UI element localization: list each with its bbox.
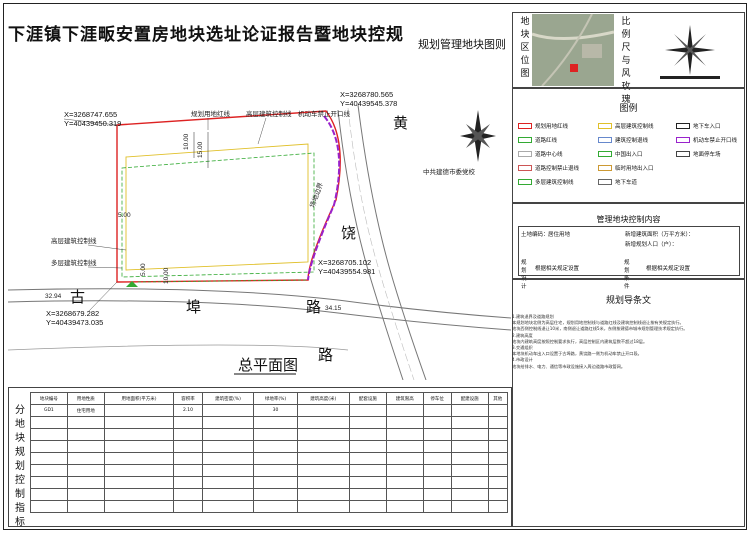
control-design-value: 根据相关规定设置 <box>535 266 580 272</box>
notes-title: 规划导条文 <box>605 296 651 306</box>
coord-se-y: Y=40439554.981 <box>318 267 375 276</box>
green-boundary <box>137 279 309 283</box>
parcel-boundary-label: 场地边界 <box>307 181 325 209</box>
control-area-label: 新增建筑面积（万平方米）： <box>625 232 694 238</box>
drawing-frame <box>3 3 747 530</box>
road-name-huang: 黄 <box>393 114 408 132</box>
legend-item: 高层建筑控制线 <box>598 122 654 130</box>
table-header-row: 地块编号用地性质用地面积(平方米)容积率建筑密度(%)绿地率(%)建筑高度(米)… <box>30 392 509 405</box>
table-row <box>30 500 509 513</box>
road-gubu <box>8 288 511 319</box>
road-huangrao-center <box>347 107 415 380</box>
coord-nw-x: X=3268747.655 <box>64 110 117 119</box>
wind-rose-icon <box>660 25 720 79</box>
notes-section <box>512 279 745 527</box>
multi-storey-control-line <box>121 152 315 278</box>
legend-item: 道路控制禁止退线 <box>518 164 579 172</box>
control-grid <box>518 226 740 276</box>
dim-10-bottom: 10.00 <box>163 267 170 284</box>
legend-item: 地下车入口 <box>676 122 721 130</box>
control-cond-value: 根据相关规定设置 <box>646 266 691 272</box>
north-arrow-icon <box>460 110 496 162</box>
legend-item: 中国出入口 <box>598 150 643 158</box>
elev-left: 32.94 <box>45 293 62 300</box>
table-row <box>30 476 509 489</box>
legend-item: 多层建筑控制线 <box>518 178 574 186</box>
legend-item: 临时用地出入口 <box>598 164 654 172</box>
table-row <box>30 428 509 441</box>
control-landcode-value: 居住用地 <box>548 232 571 238</box>
location-map-image <box>532 14 614 86</box>
dim-10: 10.00 <box>183 133 190 150</box>
road-name-bu: 埠 <box>186 298 201 316</box>
map-title: 总平面图 <box>238 356 298 374</box>
road-name-lu-h: 路 <box>306 298 321 316</box>
label-multi-ctrl: 多层建筑控制线 <box>51 258 97 267</box>
legend-item: 建筑控制退线 <box>598 136 648 144</box>
coord-ne-y: Y=40439545.378 <box>340 99 397 108</box>
label-high-line: 高层建筑控制线 <box>246 109 292 118</box>
road-gubu-edge <box>8 300 511 331</box>
road-huangrao-edge <box>357 104 427 380</box>
road-name-gu: 古 <box>70 288 85 306</box>
legend-title: 图例 <box>619 104 638 114</box>
control-section <box>512 203 745 279</box>
road-gubu-edge2 <box>8 344 349 351</box>
coord-ne-x: X=3268780.565 <box>340 90 393 99</box>
location-map-label: 地块区位图 <box>520 17 530 79</box>
dim-5-left: 5.00 <box>118 212 131 219</box>
legend-item: 道路红线 <box>518 136 557 144</box>
control-pop-label: 新增规划人口（户）： <box>625 242 678 248</box>
site-red-line <box>116 110 341 283</box>
high-rise-control-line <box>125 143 309 271</box>
coord-nw-y: Y=40439450.319 <box>64 119 121 128</box>
block-table-label: 分地块规划控制指标 <box>15 405 25 528</box>
dim-5-bottom: 5.00 <box>140 263 147 276</box>
dim-15: 15.00 <box>197 141 204 158</box>
bottom-table-section <box>8 387 512 527</box>
vehicle-ban-line <box>307 115 341 281</box>
road-name-rao: 饶 <box>341 224 356 242</box>
legend-item: 机动车禁止开口线 <box>676 136 737 144</box>
coord-sw-y: Y=40439473.035 <box>46 318 103 327</box>
road-huangrao <box>337 109 404 380</box>
table-row <box>30 488 509 501</box>
notes-text: 1.建筑退界及道路规划本规划地块北侧为高层住宅，规划用地控制线与道路红线及建筑控… <box>512 314 688 369</box>
road-name-lu-v: 路 <box>318 346 333 364</box>
coord-se-x: X=3268705.102 <box>318 258 371 267</box>
entrance-marker <box>126 281 138 287</box>
label-school: 中共建德市委党校 <box>423 167 476 176</box>
table-row <box>30 440 509 453</box>
coord-sw-x: X=3268679.282 <box>46 309 99 318</box>
control-landcode-label: 土地编码： <box>521 232 549 238</box>
site-plan-map: 10.00 15.00 5.00 5.00 10.00 场地边界 X=32687… <box>8 90 511 380</box>
label-vehicle-ban: 机动车禁止开口线 <box>298 109 351 118</box>
page-title: 下涯镇下涯畈安置房地块选址论证报告暨地块控规 <box>8 25 404 45</box>
legend-item: 地下车道 <box>598 178 637 186</box>
legend-section <box>512 88 745 203</box>
table-row <box>30 416 509 429</box>
label-high-ctrl: 高层建筑控制线 <box>51 236 97 245</box>
legend-item: 地面停车场 <box>676 150 721 158</box>
elev-right: 34.15 <box>325 305 342 312</box>
block-control-table: 地块编号用地性质用地面积(平方米)容积率建筑密度(%)绿地率(%)建筑高度(米)… <box>30 392 509 527</box>
scale-wind-label: 比例尺与风玫瑰 <box>621 17 631 105</box>
control-title: 管理地块控制内容 <box>596 215 661 224</box>
drawing-subtitle: 规划管理地块图则 <box>418 38 506 51</box>
legend-item: 规划用地红线 <box>518 122 568 130</box>
label-red-line: 规划用地红线 <box>191 109 231 118</box>
table-row <box>30 452 509 465</box>
table-row <box>30 464 509 477</box>
legend-item: 道路中心线 <box>518 150 563 158</box>
location-map-section <box>512 12 745 88</box>
